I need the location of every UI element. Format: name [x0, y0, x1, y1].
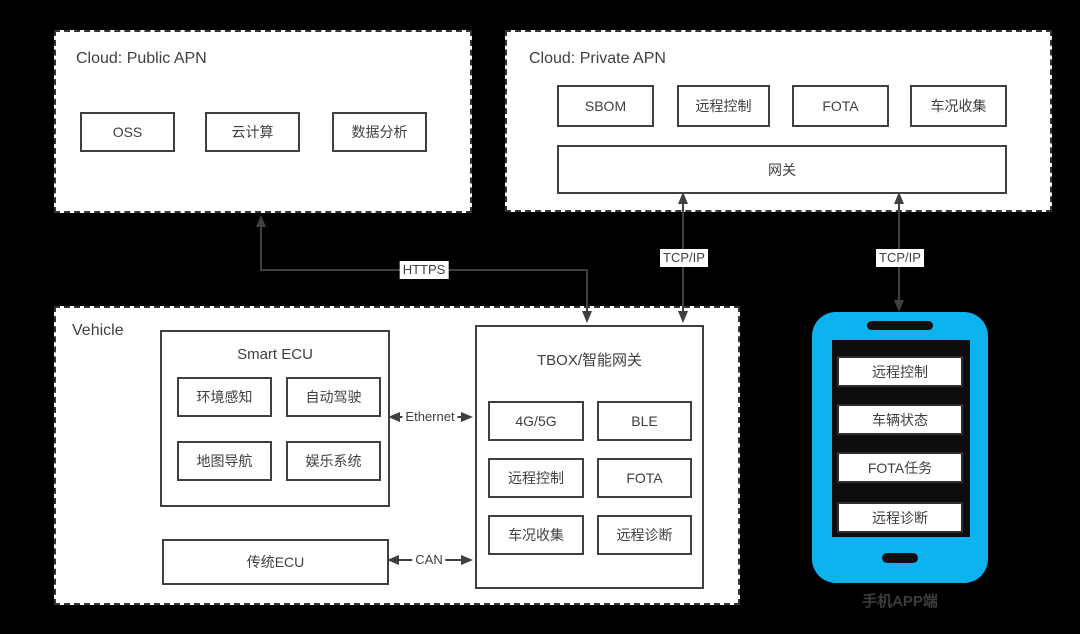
- phone-caption: 手机APP端: [862, 593, 938, 610]
- phone-screen: 远程控制 车辆状态 FOTA任务 远程诊断: [832, 340, 970, 537]
- node-oss: OSS: [80, 112, 175, 152]
- can-label: CAN: [412, 551, 446, 569]
- node-vehicle-data-collect-cloud: 车况收集: [910, 85, 1007, 127]
- https-line-vertical-right: [586, 269, 588, 313]
- https-arrowhead-up: [256, 215, 266, 227]
- node-fota-tbox: FOTA: [597, 458, 692, 498]
- tcpip-phone-arrowhead-up: [894, 192, 904, 204]
- node-cloud-computing: 云计算: [205, 112, 300, 152]
- can-arrowhead-left: [387, 555, 399, 565]
- node-gateway: 网关: [557, 145, 1007, 194]
- tbox-title: TBOX/智能网关: [536, 352, 642, 369]
- app-item-remote-diagnosis: 远程诊断: [837, 502, 963, 533]
- cloud-private-apn-group: Cloud: Private APN SBOM 远程控制 FOTA 车况收集 网…: [505, 30, 1052, 212]
- app-item-remote-control: 远程控制: [837, 356, 963, 387]
- node-env-perception: 环境感知: [177, 377, 272, 417]
- cloud-private-apn-title: Cloud: Private APN: [529, 50, 666, 67]
- node-entertainment-system: 娱乐系统: [286, 441, 381, 481]
- https-label: HTTPS: [399, 261, 449, 279]
- can-arrowhead-right: [461, 555, 473, 565]
- node-remote-control-cloud: 远程控制: [677, 85, 770, 127]
- phone-home-button-icon: [882, 553, 918, 563]
- tbox-container: TBOX/智能网关 4G/5G BLE 远程控制 FOTA 车况收集 远程诊断: [475, 325, 704, 589]
- node-vehicle-data-collect-tbox: 车况收集: [488, 515, 584, 555]
- node-map-navigation: 地图导航: [177, 441, 272, 481]
- node-remote-control-tbox: 远程控制: [488, 458, 584, 498]
- node-legacy-ecu: 传统ECU: [162, 539, 389, 585]
- tcpip-tbox-arrowhead-up: [678, 192, 688, 204]
- tcpip-tbox-label: TCP/IP: [660, 249, 708, 267]
- ethernet-label: Ethernet: [402, 408, 458, 426]
- smart-ecu-container: Smart ECU 环境感知 自动驾驶 地图导航 娱乐系统: [160, 330, 390, 507]
- tcpip-tbox-arrowhead-down: [678, 311, 688, 323]
- phone-device: 远程控制 车辆状态 FOTA任务 远程诊断: [812, 312, 988, 583]
- node-sbom: SBOM: [557, 85, 654, 127]
- cloud-public-apn-group: Cloud: Public APN OSS 云计算 数据分析: [54, 30, 472, 213]
- node-data-analysis: 数据分析: [332, 112, 427, 152]
- node-ble: BLE: [597, 401, 692, 441]
- https-line-vertical-left: [260, 225, 262, 271]
- app-item-vehicle-status: 车辆状态: [837, 404, 963, 435]
- ethernet-arrowhead-right: [461, 412, 473, 422]
- node-autonomous-driving: 自动驾驶: [286, 377, 381, 417]
- node-fota-cloud: FOTA: [792, 85, 889, 127]
- smart-ecu-title: Smart ECU: [237, 346, 313, 363]
- https-arrowhead-down: [582, 311, 592, 323]
- node-remote-diagnosis-tbox: 远程诊断: [597, 515, 692, 555]
- vehicle-title: Vehicle: [72, 322, 124, 339]
- phone-speaker-icon: [867, 321, 933, 330]
- node-4g5g: 4G/5G: [488, 401, 584, 441]
- cloud-public-apn-title: Cloud: Public APN: [76, 50, 207, 67]
- ethernet-arrowhead-left: [388, 412, 400, 422]
- tcpip-phone-label: TCP/IP: [876, 249, 924, 267]
- vehicle-group: Vehicle Smart ECU 环境感知 自动驾驶 地图导航 娱乐系统 传统…: [54, 306, 740, 605]
- tcpip-phone-arrowhead-down: [894, 300, 904, 312]
- app-item-fota-task: FOTA任务: [837, 452, 963, 483]
